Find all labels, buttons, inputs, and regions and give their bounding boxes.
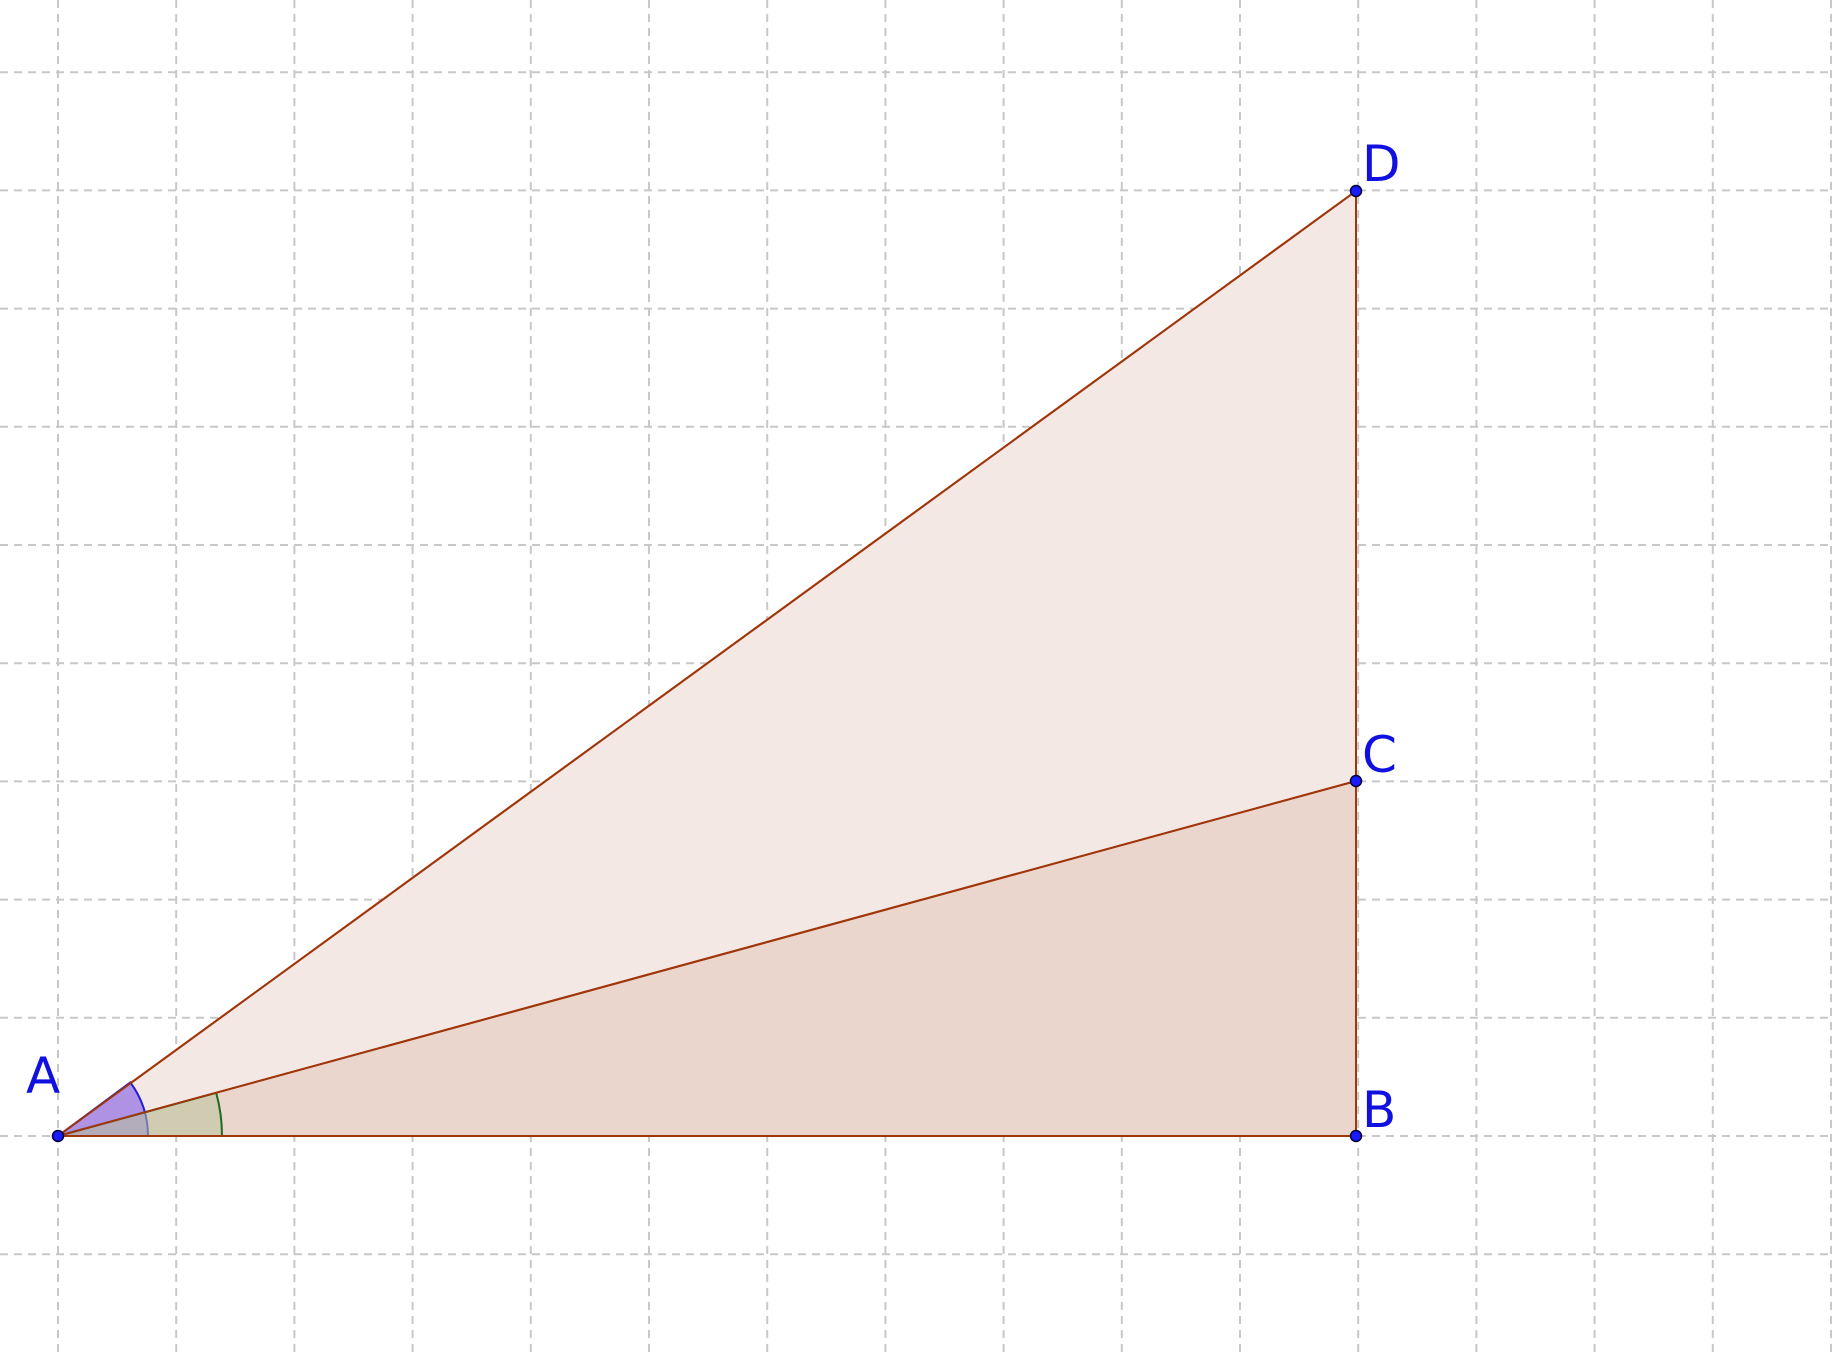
point-b[interactable]	[1349, 1129, 1363, 1143]
point-d[interactable]	[1349, 184, 1363, 198]
segment-ad	[57, 190, 1357, 1137]
label-c: C	[1362, 726, 1397, 784]
label-d: D	[1362, 135, 1401, 193]
point-c[interactable]	[1349, 774, 1363, 788]
label-a: A	[26, 1047, 60, 1105]
segment-ac	[57, 780, 1357, 1137]
label-b: B	[1362, 1081, 1396, 1139]
point-a[interactable]	[51, 1129, 65, 1143]
